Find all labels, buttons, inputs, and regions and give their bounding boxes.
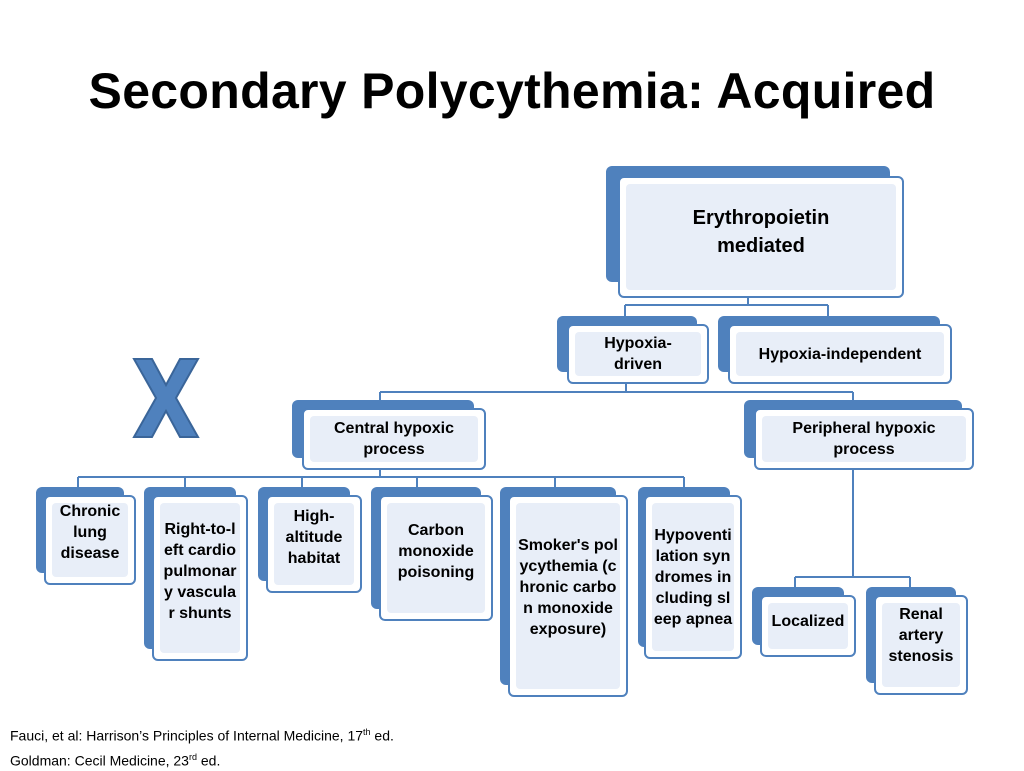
node-central-hypoxic-process: Central hypoxic process (292, 400, 486, 470)
node-right-to-left-shunts: Right-to-left cardiopulmonary vascular s… (144, 487, 248, 661)
node-erythropoietin-mediated: Erythropoietin mediated (606, 166, 904, 298)
node-label: Right-to-left cardiopulmonary vascular s… (163, 520, 237, 622)
node-label: Hypoventilation syndromes including slee… (653, 526, 733, 628)
node-label: High-altitude habitat (285, 507, 343, 567)
node-label: Hypoxia-independent (758, 345, 922, 363)
node-hypoxia-driven: Hypoxia-driven (557, 316, 709, 384)
node-localized: Localized (752, 587, 856, 657)
node-hypoxia-independent: Hypoxia-independent (718, 316, 952, 384)
node-label: Smoker's polycythemia (chronic carbon mo… (518, 536, 618, 638)
slide-title: Secondary Polycythemia: Acquired (88, 63, 936, 119)
node-label: Carbon monoxide poisoning (397, 521, 475, 581)
reference-line: Fauci, et al: Harrison’s Principles of I… (10, 727, 394, 744)
node-high-altitude-habitat: High-altitude habitat (258, 487, 362, 593)
node-label: Localized (771, 612, 845, 630)
node-label: Renal artery stenosis (888, 605, 954, 665)
reference-line: Goldman: Cecil Medicine, 23rd ed. (10, 751, 221, 769)
x-mark-icon (128, 355, 204, 446)
node-smokers-polycythemia: Smoker's polycythemia (chronic carbon mo… (500, 487, 628, 697)
node-chronic-lung-disease: Chronic lung disease (36, 487, 136, 585)
node-renal-artery-stenosis: Renal artery stenosis (866, 587, 968, 695)
node-label: Central hypoxic process (333, 420, 455, 458)
node-carbon-monoxide-poisoning: Carbon monoxide poisoning (371, 487, 493, 621)
node-label: Peripheral hypoxic process (792, 420, 936, 458)
node-label: Hypoxia-driven (604, 335, 672, 373)
node-peripheral-hypoxic-process: Peripheral hypoxic process (744, 400, 974, 470)
node-hypoventilation-syndromes: Hypoventilation syndromes including slee… (638, 487, 742, 659)
node-label: Chronic lung disease (59, 502, 121, 562)
node-label: Erythropoietin mediated (692, 207, 830, 257)
references: Fauci, et al: Harrison’s Principles of I… (10, 722, 394, 771)
